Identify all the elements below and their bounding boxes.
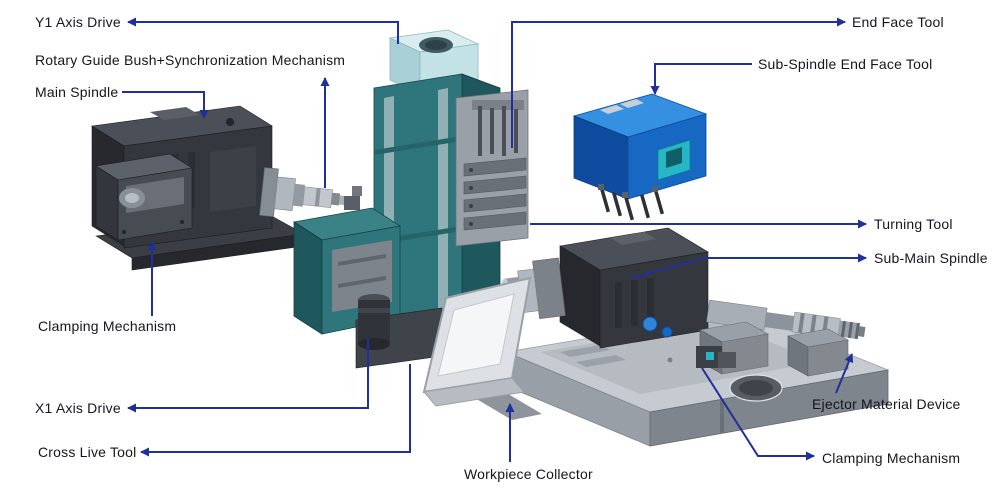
label-rotary-guide-bush: Rotary Guide Bush+Synchronization Mechan…	[35, 52, 346, 68]
label-end-face-tool: End Face Tool	[852, 14, 944, 30]
label-sub-main-spindle: Sub-Main Spindle	[874, 250, 988, 266]
ejector-shaft	[706, 299, 866, 340]
arrow-sub-spindle-end-face-tool	[650, 63, 752, 95]
sub-spindle-assembly	[495, 227, 890, 447]
arrow-y1-axis-drive	[127, 17, 399, 44]
label-clamping-mechanism-right: Clamping Mechanism	[822, 450, 961, 466]
label-main-spindle: Main Spindle	[35, 84, 119, 100]
turning-tool-gang	[463, 157, 527, 231]
arrow-sub-main-spindle	[631, 253, 867, 279]
guide-bush-unit	[344, 186, 362, 210]
label-cross-live-tool: Cross Live Tool	[38, 444, 137, 460]
arrow-end-face-tool	[511, 17, 846, 148]
tail-bearing-block	[787, 328, 849, 377]
sub-spindle-end-face-tool-block	[572, 93, 708, 221]
sub-main-spindle-motor	[559, 227, 709, 349]
workpiece-collector-tray	[422, 276, 542, 420]
clamping-mechanism-right-part	[696, 321, 769, 375]
end-face-drill-bits	[598, 184, 665, 221]
tool-column-assembly	[292, 29, 529, 369]
label-turning-tool: Turning Tool	[874, 216, 953, 232]
arrow-ejector-material-device	[835, 353, 854, 394]
label-clamping-mechanism-left: Clamping Mechanism	[38, 318, 177, 334]
arrow-cross-live-tool	[140, 364, 411, 457]
x1-axis-motor	[355, 294, 443, 369]
label-workpiece-collector: Workpiece Collector	[464, 466, 593, 482]
label-ejector-material-device: Ejector Material Device	[812, 396, 961, 412]
label-y1-axis-drive: Y1 Axis Drive	[35, 14, 121, 30]
label-x1-axis-drive: X1 Axis Drive	[35, 400, 121, 416]
annotation-arrows	[122, 17, 867, 462]
arrow-x1-axis-drive	[127, 338, 369, 413]
arrow-clamping-mechanism-right	[701, 367, 815, 461]
arrow-main-spindle	[122, 91, 209, 119]
main-spindle-assembly	[91, 105, 362, 271]
label-sub-spindle-end-face-tool: Sub-Spindle End Face Tool	[758, 56, 933, 72]
clamping-mechanism-left-part	[95, 153, 193, 241]
